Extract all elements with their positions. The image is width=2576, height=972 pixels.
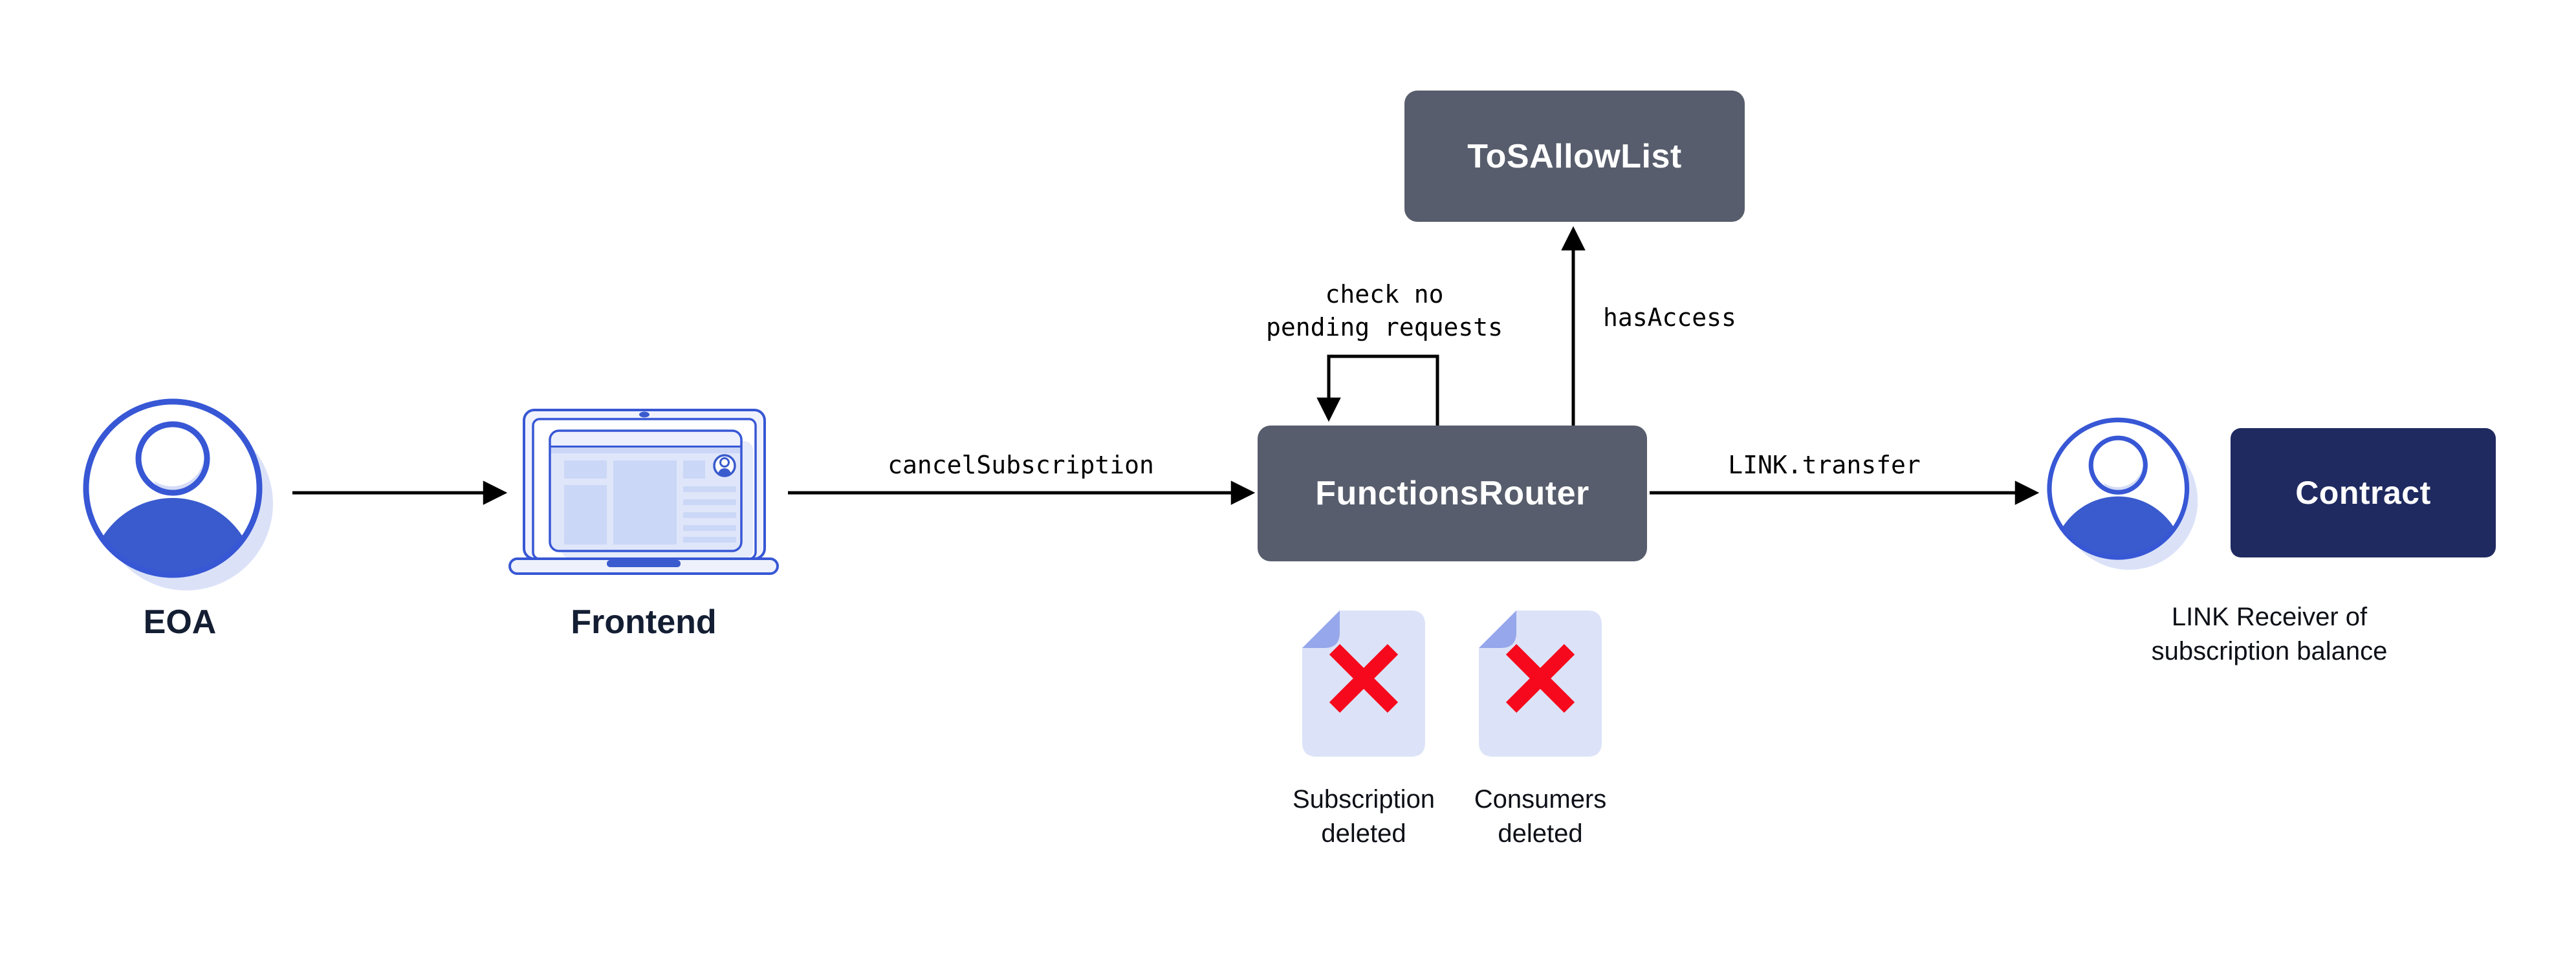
deleted-document-icon (1479, 610, 1602, 757)
user-icon (2047, 417, 2198, 570)
red-x-icon (1505, 643, 1575, 713)
edge-label-check-no-pending-requests: check no pending requests (1265, 280, 1503, 342)
edge-label-link-transfer: LINK.transfer (1728, 451, 1921, 479)
red-x-icon (1329, 643, 1399, 713)
user-shoulders (89, 498, 257, 575)
contract-label: Contract (2295, 475, 2431, 511)
frontend-label: Frontend (571, 603, 717, 641)
laptop-icon (508, 409, 779, 575)
laptop-webcam (639, 411, 649, 418)
link-receiver-caption: LINK Receiver of subscription balance (2151, 603, 2388, 665)
edge-label-hasaccess: hasAccess (1603, 303, 1736, 332)
subscription-deleted-label: Subscription deleted (1292, 785, 1435, 848)
user-head (2088, 435, 2148, 495)
eoa-label: EOA (143, 603, 217, 641)
laptop-notch (607, 560, 681, 567)
functions-router-label: FunctionsRouter (1315, 475, 1589, 512)
user-shoulders (2051, 496, 2185, 557)
tosallowlist-box: ToSAllowList (1404, 91, 1745, 222)
browser-window (550, 431, 741, 545)
consumers-deleted-label: Consumers deleted (1474, 785, 1607, 848)
document-fold (1479, 610, 1516, 648)
edge-label-cancelsubscription: cancelSubscription (888, 451, 1154, 479)
arrow-router-self-loop (1316, 354, 1439, 426)
user-icon (83, 398, 273, 590)
document-fold (1302, 610, 1340, 648)
contract-box: Contract (2231, 428, 2496, 557)
user-head (135, 421, 210, 496)
functions-router-box: FunctionsRouter (1258, 426, 1647, 561)
tosallowlist-label: ToSAllowList (1467, 137, 1682, 175)
deleted-document-icon (1302, 610, 1425, 757)
